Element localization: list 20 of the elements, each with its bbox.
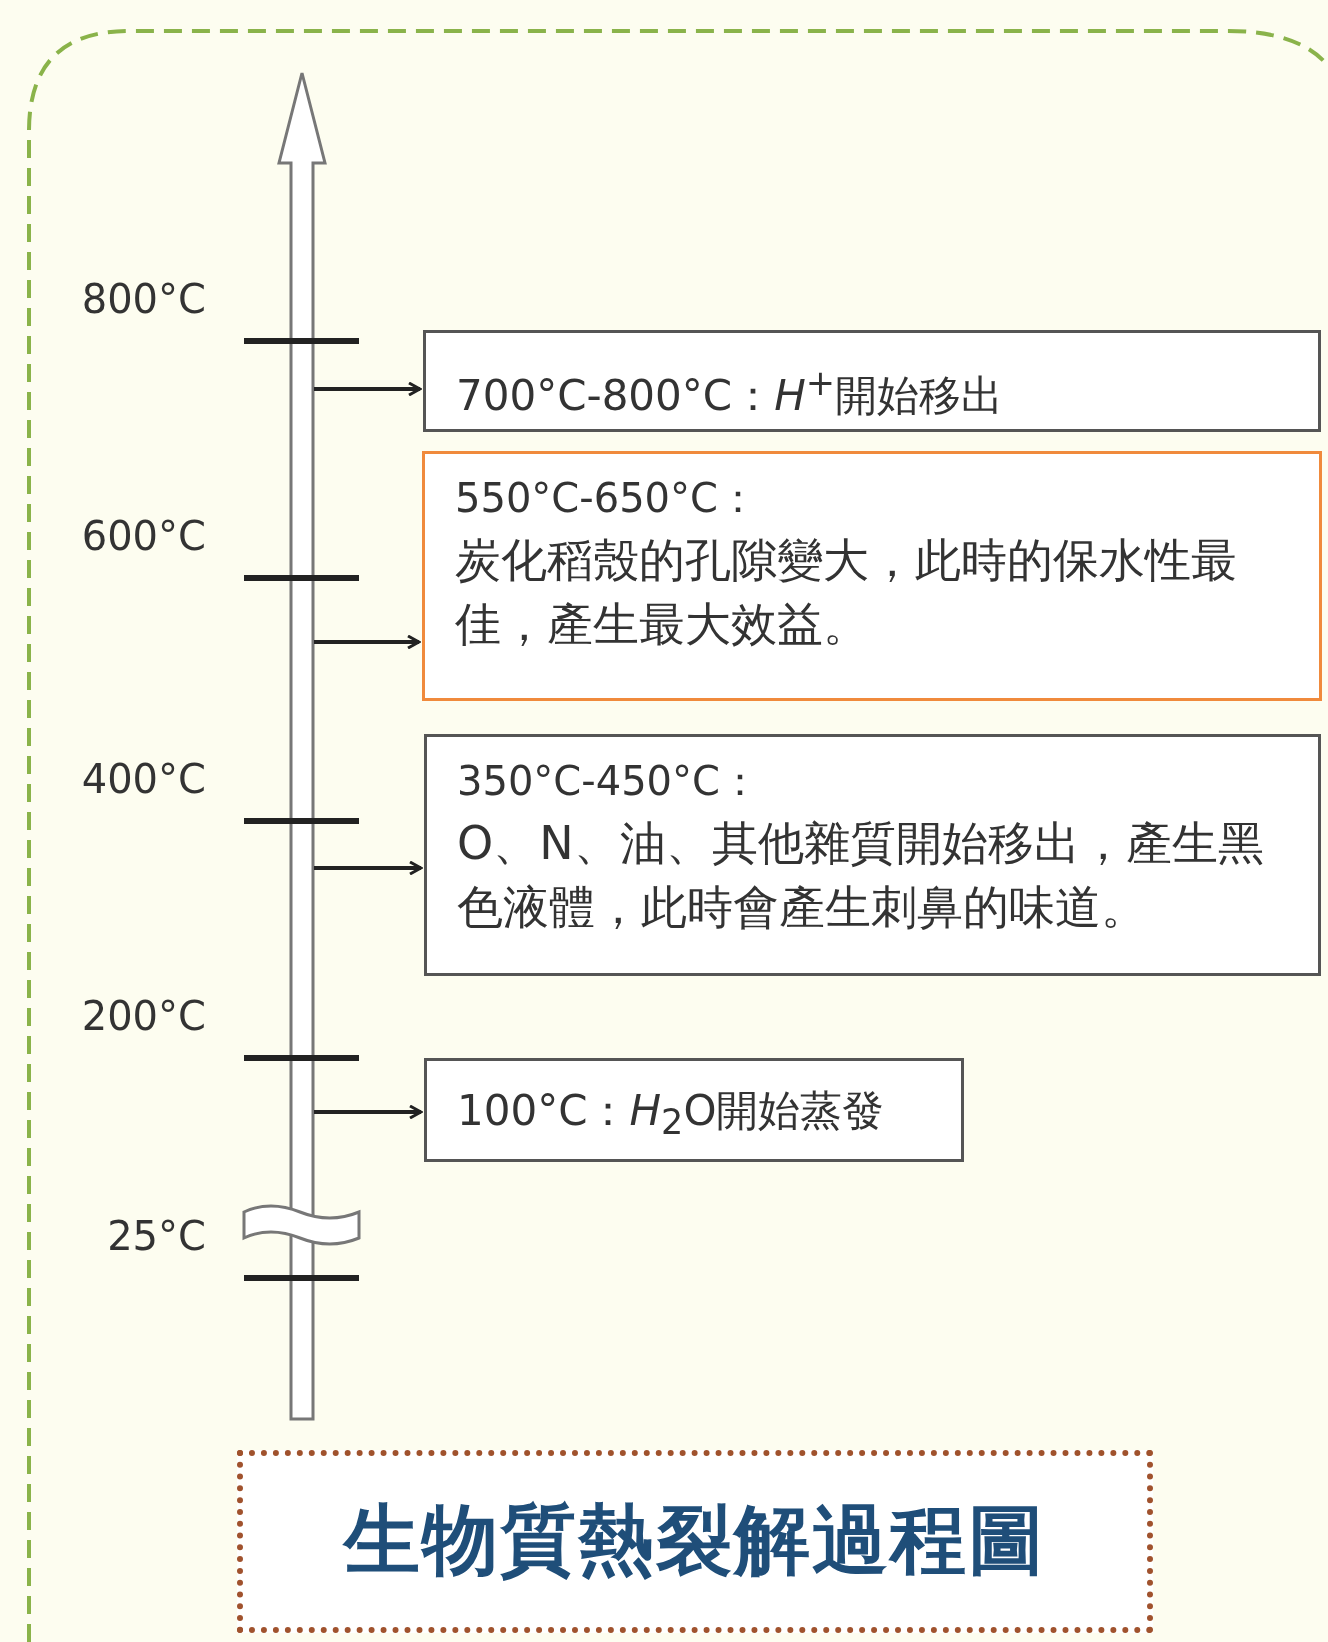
arrow [314,860,423,876]
tick-label: 400°C [80,756,206,802]
text-box [422,451,1322,701]
tick-label: 800°C [80,276,206,322]
tick-label: 600°C [80,513,206,559]
box-text: 炭化稻殼的孔隙變大，此時的保水性最佳，產生最大效益。 [455,532,1238,653]
text-box [423,330,1321,432]
arrow [314,381,422,397]
box-text: O、N、油、其他雜質開始移出，產生黑色液體，此時會產生刺鼻的味道。 [457,815,1265,936]
diagram-title: 生物質熱裂解過程圖 [344,1494,1046,1586]
arrow [314,634,421,650]
tick-label: 200°C [80,993,206,1039]
tick-label: 25°C [106,1213,206,1259]
text-box [424,1058,964,1162]
box-text: 700°C-800°C：H$^{+}$開始移出 [456,362,1005,422]
box-heading: 550°C-650°C： [455,474,759,523]
arrow [314,1104,423,1120]
box-text: 100°C：H$_{2}$O開始蒸發 [457,1085,886,1145]
box-heading: 350°C-450°C： [457,757,761,806]
text-box [424,734,1321,976]
